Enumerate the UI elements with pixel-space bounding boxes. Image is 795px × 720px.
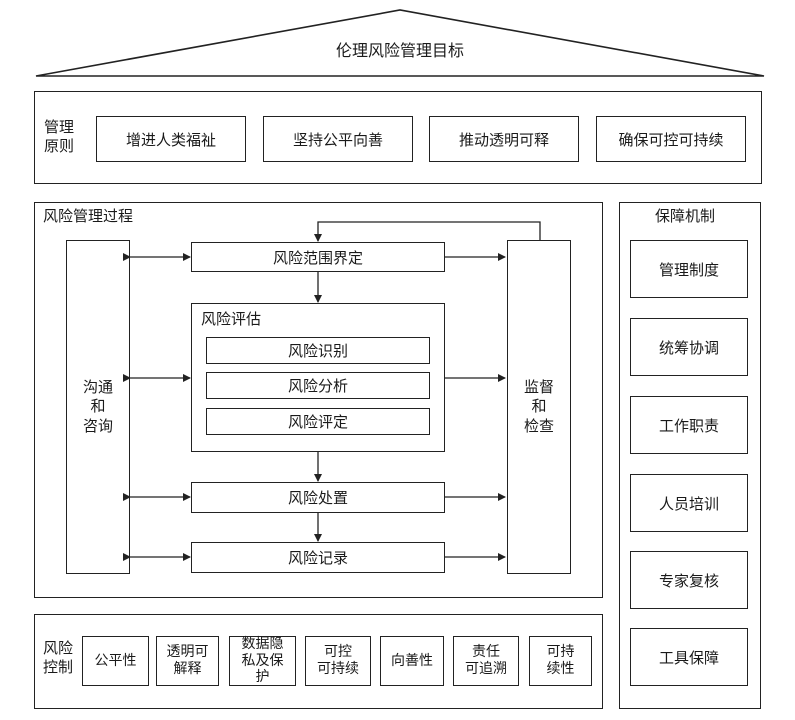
safeguard-item: 管理制度 <box>630 240 748 298</box>
risk-record-box: 风险记录 <box>191 542 445 573</box>
process-panel <box>34 202 603 598</box>
goal-title: 伦理风险管理目标 <box>335 41 464 60</box>
control-item: 向善性 <box>380 636 444 686</box>
safeguard-item: 工具保障 <box>630 628 748 686</box>
goal-roof <box>35 9 765 77</box>
control-item: 责任 可追溯 <box>453 636 519 686</box>
assessment-step: 风险评定 <box>206 408 430 435</box>
process-title: 风险管理过程 <box>43 207 134 225</box>
safeguard-item: 人员培训 <box>630 474 748 532</box>
control-item: 数据隐 私及保 护 <box>229 636 296 686</box>
control-item: 可持 续性 <box>529 636 592 686</box>
feedback-loop <box>314 221 541 242</box>
safeguard-item: 工作职责 <box>630 396 748 454</box>
risk-assessment-title: 风险评估 <box>201 310 262 328</box>
safeguards-title: 保障机制 <box>655 207 716 225</box>
principles-label: 管理 原则 <box>44 118 75 155</box>
principle-item: 增进人类福祉 <box>96 116 246 162</box>
risk-scope-box: 风险范围界定 <box>191 242 445 272</box>
assessment-step: 风险分析 <box>206 372 430 399</box>
principle-item: 坚持公平向善 <box>263 116 413 162</box>
safeguard-item: 专家复核 <box>630 551 748 609</box>
principle-item: 推动透明可释 <box>429 116 579 162</box>
monitoring-box: 监督 和 检查 <box>507 240 571 574</box>
risk-treatment-box: 风险处置 <box>191 482 445 513</box>
control-item: 公平性 <box>82 636 149 686</box>
communication-box: 沟通 和 咨询 <box>66 240 130 574</box>
safeguard-item: 统筹协调 <box>630 318 748 376</box>
principle-item: 确保可控可持续 <box>596 116 746 162</box>
control-item: 可控 可持续 <box>305 636 371 686</box>
control-item: 透明可 解释 <box>156 636 219 686</box>
controls-label: 风险 控制 <box>43 639 74 676</box>
assessment-step: 风险识别 <box>206 337 430 364</box>
